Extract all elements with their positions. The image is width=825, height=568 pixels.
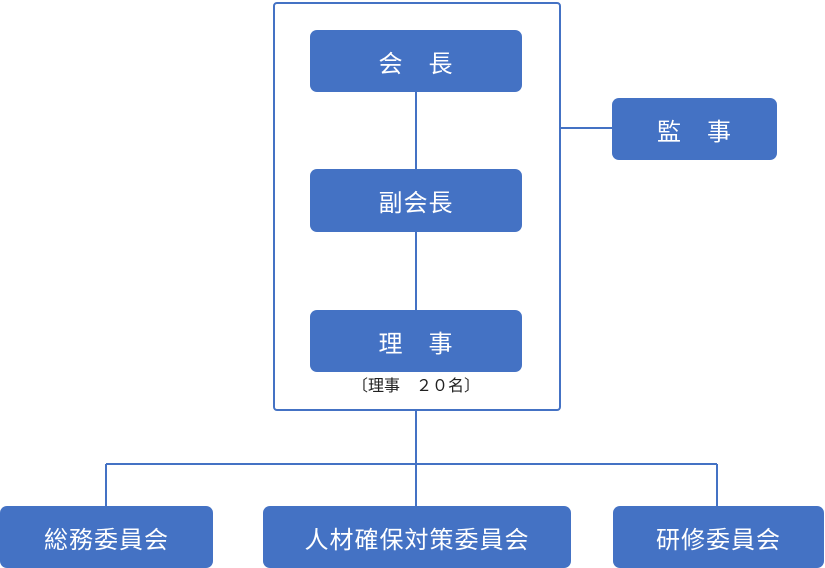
- auditor-box: 監 事: [612, 98, 777, 160]
- committee-general-affairs: 総務委員会: [0, 506, 213, 568]
- directors-box: 理 事: [310, 310, 522, 372]
- committee-recruitment: 人材確保対策委員会: [263, 506, 571, 568]
- vice-president-box: 副会長: [310, 169, 522, 232]
- president-box: 会 長: [310, 30, 522, 92]
- committee-training: 研修委員会: [613, 506, 824, 568]
- directors-count-note: 〔理事 ２０名〕: [351, 376, 480, 395]
- executive-group-frame: [273, 2, 561, 411]
